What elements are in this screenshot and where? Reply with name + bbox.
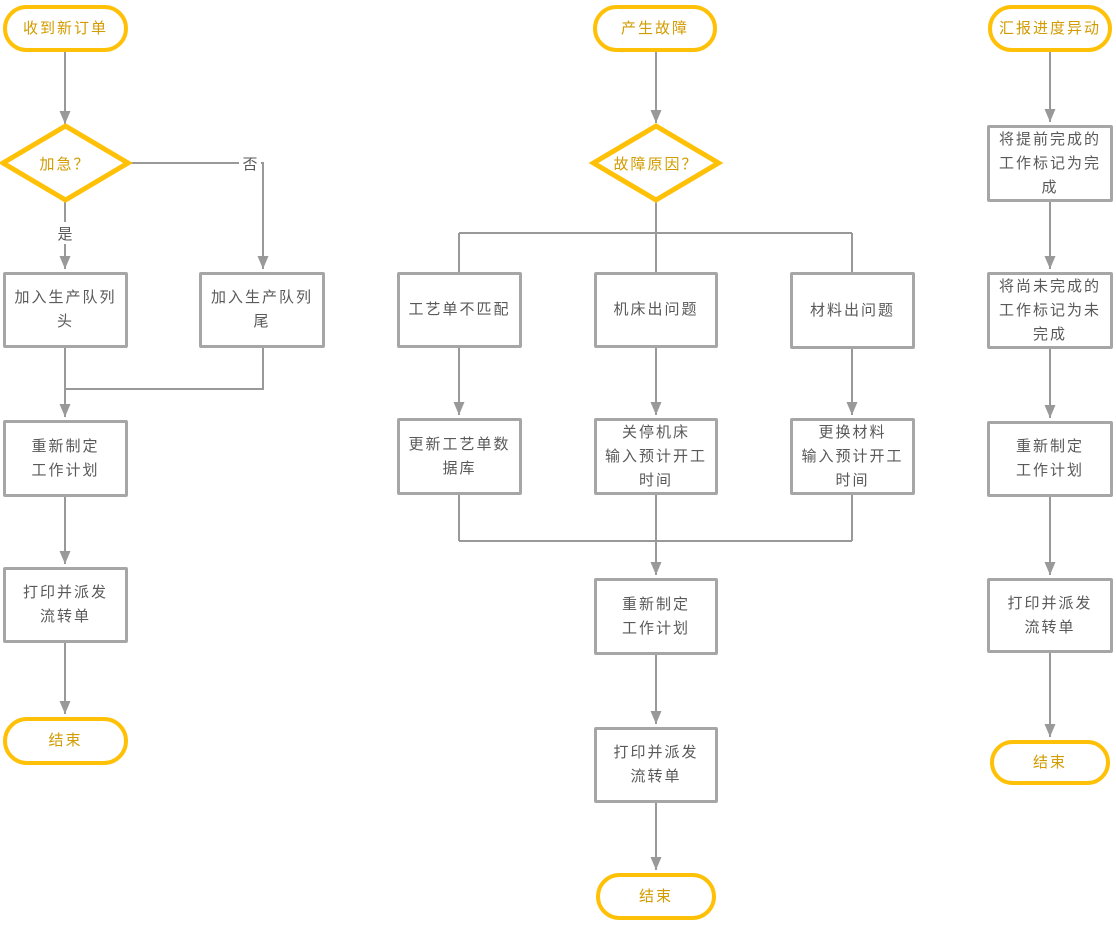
process-order-dispatch[interactable]: 打印并派发 流转单 xyxy=(3,567,128,643)
end-node-order[interactable]: 结束 xyxy=(3,717,128,765)
process-cause-sheet-mismatch[interactable]: 工艺单不匹配 xyxy=(397,272,522,348)
start-node-progress[interactable]: 汇报进度异动 xyxy=(988,5,1112,52)
process-cause-machine-problem[interactable]: 机床出问题 xyxy=(594,272,718,348)
process-stop-machine[interactable]: 关停机床 输入预计开工 时间 xyxy=(594,418,718,495)
decision-diamond-urgent[interactable] xyxy=(0,123,133,203)
connector-queue-merge xyxy=(65,348,264,390)
process-cause-material-problem[interactable]: 材料出问题 xyxy=(790,272,915,349)
process-order-replan[interactable]: 重新制定 工作计划 xyxy=(3,420,128,497)
process-progress-replan[interactable]: 重新制定 工作计划 xyxy=(987,421,1113,497)
process-replace-material[interactable]: 更换材料 输入预计开工 时间 xyxy=(790,418,915,495)
decision-diamond-fault-cause[interactable] xyxy=(588,123,724,203)
process-queue-head[interactable]: 加入生产队列 头 xyxy=(3,272,128,348)
process-fault-dispatch[interactable]: 打印并派发 流转单 xyxy=(594,727,718,803)
edge-label-yes: 是 xyxy=(54,222,76,244)
start-node-fault[interactable]: 产生故障 xyxy=(593,5,717,52)
process-mark-incomplete[interactable]: 将尚未完成的 工作标记为未 完成 xyxy=(987,272,1113,349)
process-queue-tail[interactable]: 加入生产队列 尾 xyxy=(199,272,325,348)
process-update-sheet-db[interactable]: 更新工艺单数 据库 xyxy=(397,418,522,495)
process-progress-dispatch[interactable]: 打印并派发 流转单 xyxy=(987,578,1113,653)
end-node-progress[interactable]: 结束 xyxy=(990,740,1110,785)
process-mark-complete[interactable]: 将提前完成的 工作标记为完 成 xyxy=(987,125,1113,202)
start-node-new-order[interactable]: 收到新订单 xyxy=(3,5,128,52)
connector-no-branch xyxy=(128,162,269,269)
process-fault-replan[interactable]: 重新制定 工作计划 xyxy=(594,578,718,655)
end-node-fault[interactable]: 结束 xyxy=(596,873,716,920)
decision-label-urgent: 加急？ xyxy=(39,155,91,173)
edge-label-no: 否 xyxy=(239,152,261,174)
decision-label-fault-cause: 故障原因？ xyxy=(613,155,699,173)
